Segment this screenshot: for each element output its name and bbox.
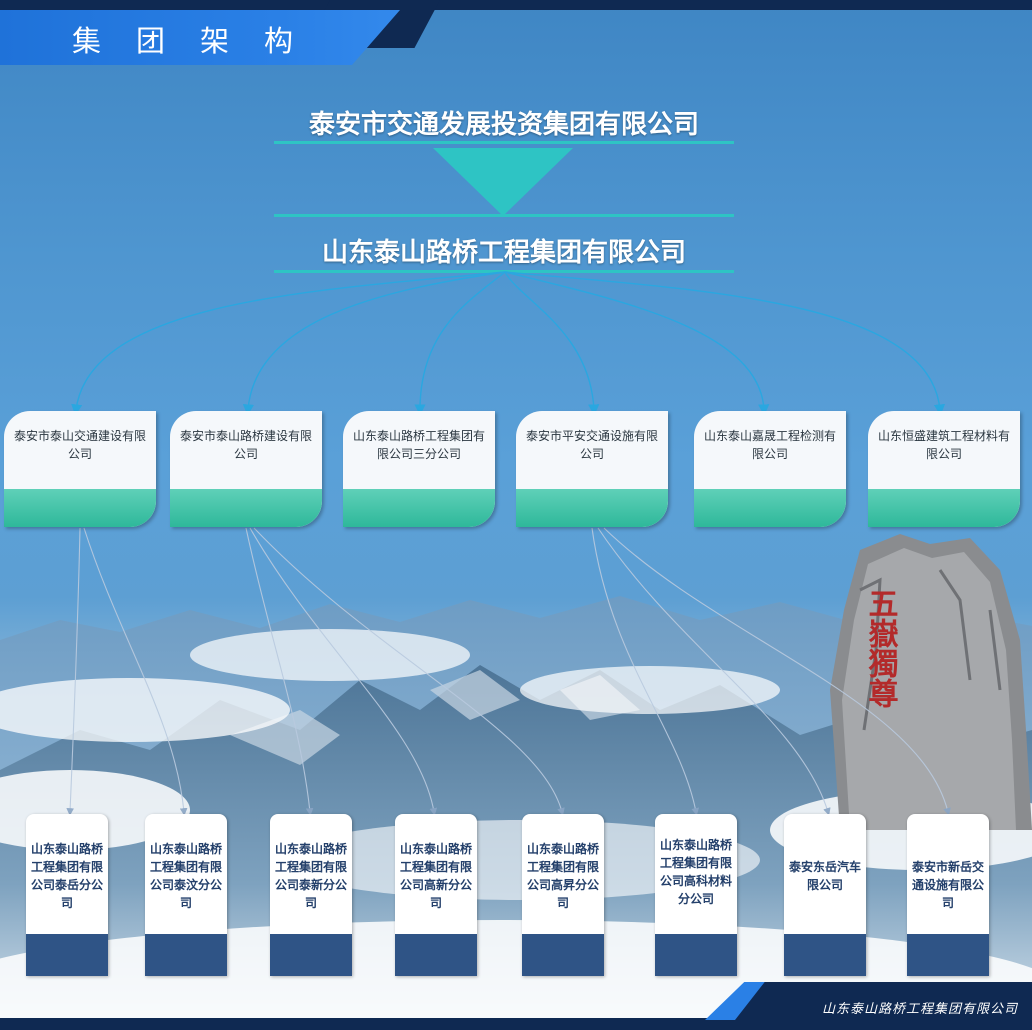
subsidiary-card: 泰安市平安交通设施有限公司 <box>516 411 668 527</box>
branch-card: 山东泰山路桥工程集团有限公司泰汶分公司 <box>145 814 227 976</box>
title-divider-middle <box>274 214 734 217</box>
subsidiary-card: 山东泰山嘉晟工程检测有限公司 <box>694 411 846 527</box>
branch-card-bar <box>395 934 477 976</box>
bottom-strip <box>0 1018 1032 1030</box>
subsidiary-card-bar <box>343 489 495 527</box>
parent-company-title: 泰安市交通发展投资集团有限公司 <box>308 110 699 140</box>
subsidiary-card-bar <box>516 489 668 527</box>
branch-card-bar <box>655 934 737 976</box>
branch-card: 山东泰山路桥工程集团有限公司泰岳分公司 <box>26 814 108 976</box>
branch-name: 山东泰山路桥工程集团有限公司高科材料分公司 <box>660 838 733 906</box>
mountain-landscape <box>0 596 1032 1030</box>
subsidiary-card: 山东恒盛建筑工程材料有限公司 <box>868 411 1020 527</box>
tai-shan-rock: 五嶽獨尊 <box>830 534 1032 830</box>
header-tab <box>0 10 400 65</box>
title-divider-top <box>274 141 734 144</box>
branch-name: 山东泰山路桥工程集团有限公司泰岳分公司 <box>31 842 104 910</box>
subsidiary-card-bar <box>170 489 322 527</box>
subsidiary-name: 山东恒盛建筑工程材料有限公司 <box>877 429 1010 461</box>
subsidiary-name: 泰安市泰山路桥建设有限公司 <box>179 429 312 461</box>
branch-name: 山东泰山路桥工程集团有限公司泰汶分公司 <box>150 842 223 910</box>
subsidiary-card-bar <box>868 489 1020 527</box>
branch-name: 泰安东岳汽车限公司 <box>789 860 862 892</box>
branch-card-bar <box>26 934 108 976</box>
branch-name: 山东泰山路桥工程集团有限公司高昇分公司 <box>527 842 600 910</box>
subsidiary-card-bar <box>4 489 156 527</box>
top-strip <box>0 0 1032 10</box>
rock-inscription: 五嶽獨尊 <box>863 588 899 708</box>
subsidiary-card: 山东泰山路桥工程集团有限公司三分公司 <box>343 411 495 527</box>
branch-name: 泰安市新岳交通设施有限公司 <box>912 860 985 910</box>
branch-card: 山东泰山路桥工程集团有限公司高昇分公司 <box>522 814 604 976</box>
branch-card-bar <box>270 934 352 976</box>
subsidiary-card: 泰安市泰山路桥建设有限公司 <box>170 411 322 527</box>
branch-card: 山东泰山路桥工程集团有限公司泰新分公司 <box>270 814 352 976</box>
subsidiary-name: 泰安市泰山交通建设有限公司 <box>13 429 146 461</box>
branch-card: 山东泰山路桥工程集团有限公司高科材料分公司 <box>655 814 737 976</box>
subsidiary-card: 泰安市泰山交通建设有限公司 <box>4 411 156 527</box>
subsidiary-name: 泰安市平安交通设施有限公司 <box>525 429 658 461</box>
branch-card-bar <box>145 934 227 976</box>
branch-card: 山东泰山路桥工程集团有限公司高新分公司 <box>395 814 477 976</box>
branch-name: 山东泰山路桥工程集团有限公司高新分公司 <box>400 842 473 910</box>
branch-card-bar <box>522 934 604 976</box>
page-title: 集团架构 <box>72 24 329 58</box>
footer-band <box>735 982 1032 1020</box>
footer-company-name: 山东泰山路桥工程集团有限公司 <box>821 1002 1018 1017</box>
branch-card: 泰安市新岳交通设施有限公司 <box>907 814 989 976</box>
subsidiary-card-bar <box>694 489 846 527</box>
branch-name: 山东泰山路桥工程集团有限公司泰新分公司 <box>275 842 348 910</box>
subsidiary-name: 山东泰山路桥工程集团有限公司三分公司 <box>352 429 485 461</box>
branch-card-bar <box>784 934 866 976</box>
down-arrow-icon <box>433 148 573 216</box>
group-company-title: 山东泰山路桥工程集团有限公司 <box>321 238 686 268</box>
branch-card-bar <box>907 934 989 976</box>
subsidiary-name: 山东泰山嘉晟工程检测有限公司 <box>703 429 836 461</box>
branch-card: 泰安东岳汽车限公司 <box>784 814 866 976</box>
